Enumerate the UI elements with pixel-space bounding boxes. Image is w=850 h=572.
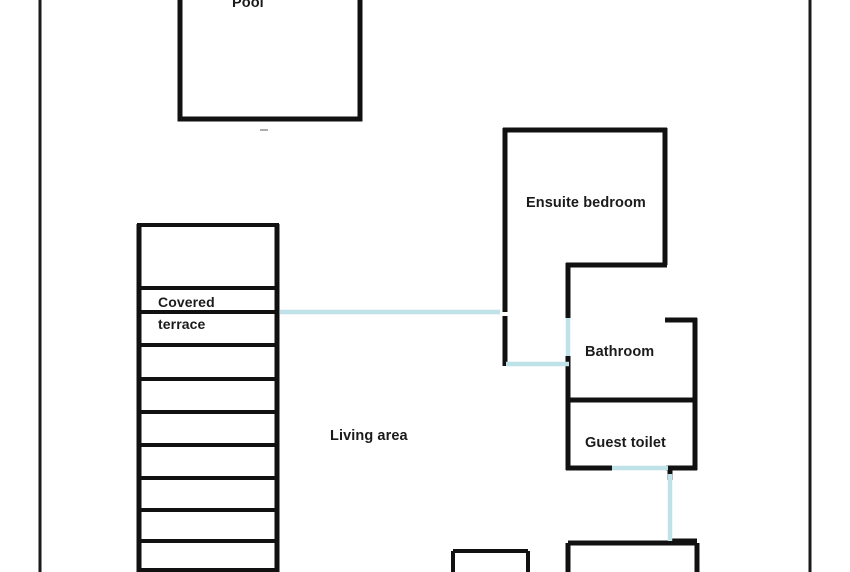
- ensuite-bedroom-walls: [502, 127, 668, 366]
- guest-toilet-walls: [565, 400, 698, 480]
- bottom-small-room-outline: [451, 549, 530, 572]
- bottom-large-room-outline: [565, 538, 700, 572]
- covered-terrace-structure: [136, 223, 280, 572]
- pool-outline: [177, 0, 363, 122]
- bathroom-walls: [565, 263, 698, 403]
- door-openings-group: [280, 309, 673, 541]
